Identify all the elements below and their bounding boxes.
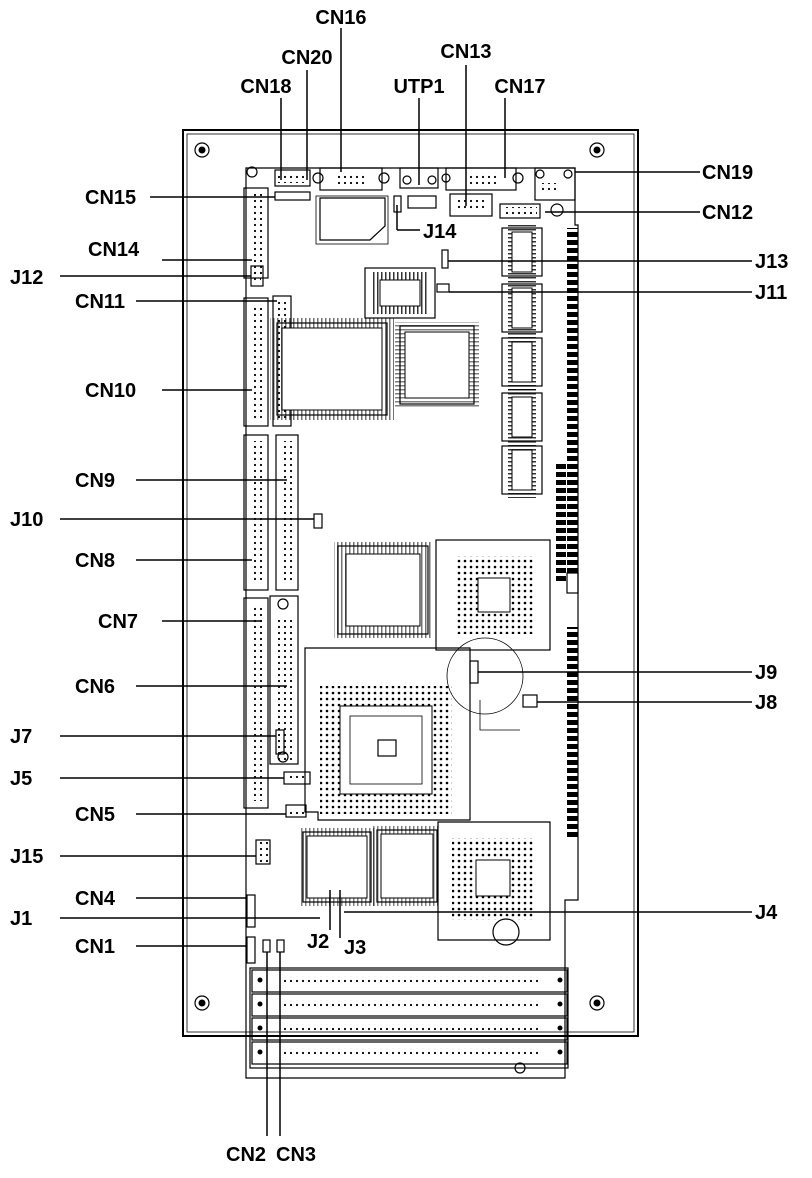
label-j2: J2: [307, 931, 329, 953]
label-j1: J1: [10, 908, 32, 930]
pci-slots: [249, 967, 569, 1074]
chips: [270, 195, 551, 946]
label-j12: J12: [10, 267, 43, 289]
label-cn20: CN20: [281, 47, 332, 69]
label-cn15: CN15: [85, 187, 136, 209]
label-cn13: CN13: [440, 41, 491, 63]
label-cn8: CN8: [75, 550, 115, 572]
label-j9: J9: [755, 662, 777, 684]
label-cn1: CN1: [75, 936, 115, 958]
label-cn9: CN9: [75, 470, 115, 492]
label-j15: J15: [10, 846, 43, 868]
label-cn5: CN5: [75, 804, 115, 826]
label-cn12: CN12: [702, 202, 753, 224]
label-cn6: CN6: [75, 676, 115, 698]
label-cn17: CN17: [494, 76, 545, 98]
label-j14: J14: [423, 221, 457, 243]
label-j3: J3: [344, 937, 366, 959]
label-j10: J10: [10, 509, 43, 531]
top-connectors: [246, 166, 576, 219]
label-utp1: UTP1: [393, 76, 444, 98]
leader-lines: [60, 28, 752, 1136]
label-cn3: CN3: [276, 1144, 316, 1166]
label-cn4: CN4: [75, 888, 116, 910]
label-cn18: CN18: [240, 76, 291, 98]
label-cn10: CN10: [85, 380, 136, 402]
component-labels: CN16 CN20 CN13 CN18 UTP1 CN17 CN19 CN15 …: [10, 7, 788, 1166]
label-j5: J5: [10, 768, 32, 790]
label-cn14: CN14: [88, 239, 140, 261]
label-cn16: CN16: [315, 7, 366, 29]
label-cn7: CN7: [98, 611, 138, 633]
label-cn19: CN19: [702, 162, 753, 184]
label-j13: J13: [755, 251, 788, 273]
label-j8: J8: [755, 692, 777, 714]
label-j11: J11: [755, 282, 787, 304]
label-j4: J4: [755, 902, 778, 924]
label-cn11: CN11: [75, 291, 125, 313]
edge-connector: [556, 228, 579, 837]
label-cn2: CN2: [226, 1144, 266, 1166]
label-j7: J7: [10, 726, 32, 748]
mounting-holes: [194, 142, 605, 1011]
